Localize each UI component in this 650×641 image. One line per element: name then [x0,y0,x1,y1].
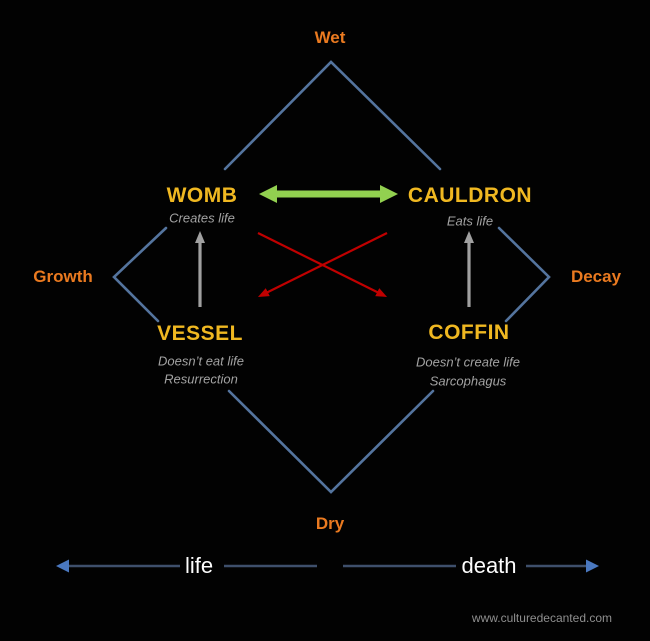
womb-to-coffin-arrow [257,232,388,297]
axis-life-label: life [184,553,214,578]
vessel-subtitle-1: Doesn’t eat life [158,353,244,369]
pole-growth: Growth [33,267,93,286]
coffin-subtitle-1: Doesn’t create life [415,354,521,370]
watermark-text: www.culturedecanted.com [471,611,612,625]
diamond-corner-bottom [227,389,435,494]
womb-title: WOMB [166,184,238,207]
womb-cauldron-double-arrow [259,185,398,203]
diamond-corner-top [223,60,442,171]
coffin-title: COFFIN [428,321,510,344]
vessel-title: VESSEL [157,322,243,345]
diamond-corner-left [112,226,168,323]
pole-decay: Decay [570,267,622,286]
coffin-subtitle-2: Sarcophagus [429,373,507,389]
death-arrowhead-icon [586,559,599,573]
life-arrowhead-icon [56,559,69,573]
cauldron-title: CAULDRON [407,184,533,207]
axis-death-label: death [461,553,517,578]
diamond-corner-right [497,226,551,323]
vessel-subtitle-2: Resurrection [164,371,238,387]
womb-subtitle: Creates life [169,210,235,226]
pole-wet: Wet [314,28,346,47]
cauldron-subtitle: Eats life [446,213,494,229]
cauldron-to-vessel-arrow [257,232,388,297]
semiotic-diamond-outline [112,60,551,494]
pole-dry: Dry [315,514,345,533]
